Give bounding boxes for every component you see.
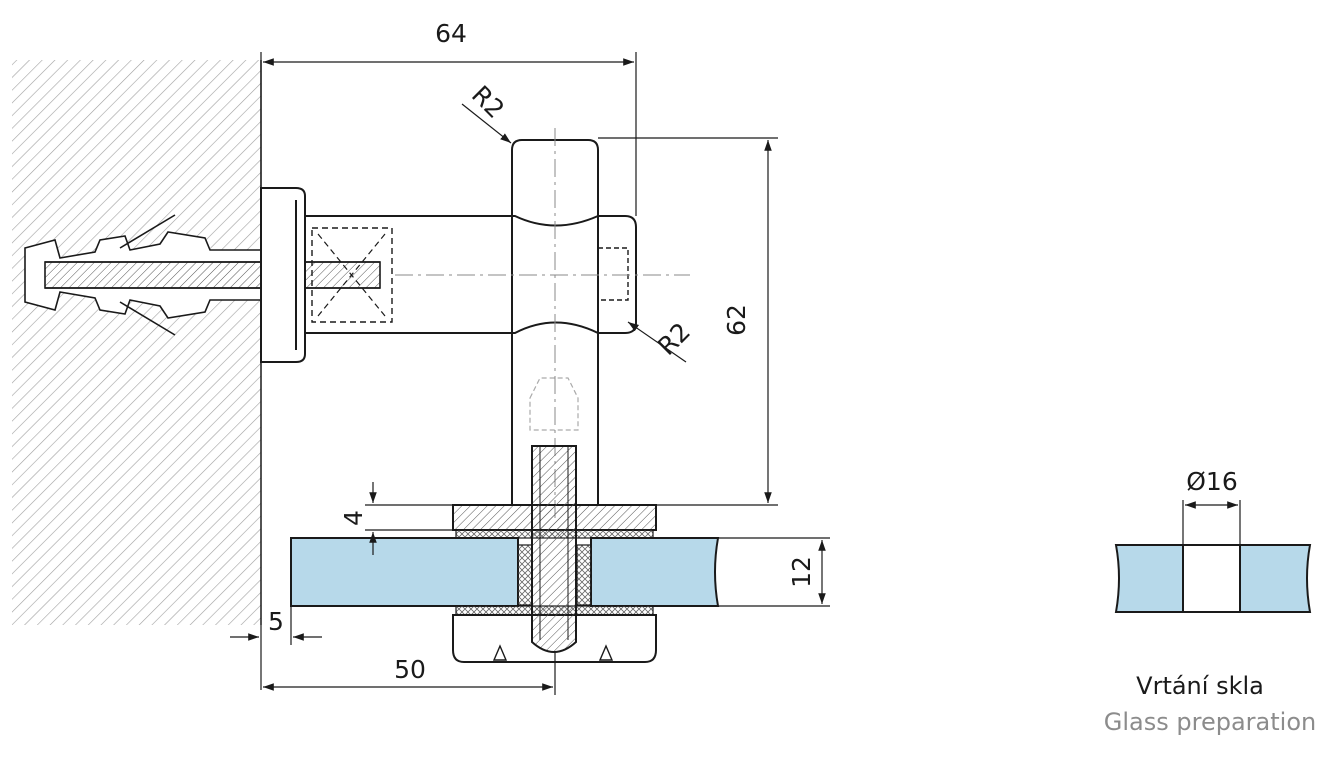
dim-label-50: 50: [394, 655, 426, 684]
dim-label-62: 62: [722, 304, 751, 336]
dim-label-hole-diameter: Ø16: [1186, 467, 1238, 496]
glass-hole-detail: [1114, 500, 1312, 613]
dimension-lines: [230, 52, 830, 695]
wall-flange: [260, 187, 306, 363]
caption-subtitle: Glass preparation: [1103, 708, 1317, 736]
dim-label-4: 4: [339, 510, 368, 526]
bolt: [531, 445, 577, 654]
dim-label-12: 12: [787, 556, 816, 588]
dim-label-64: 64: [435, 19, 467, 48]
dim-label-r2-top: R2: [466, 80, 510, 124]
wall-anchor: [24, 214, 381, 336]
dim-label-r2-side: R2: [652, 317, 696, 361]
dim-label-5: 5: [268, 607, 284, 636]
caption-title: Vrtání skla: [1136, 672, 1264, 700]
wall: [12, 60, 262, 625]
glass-panel: [290, 537, 720, 607]
